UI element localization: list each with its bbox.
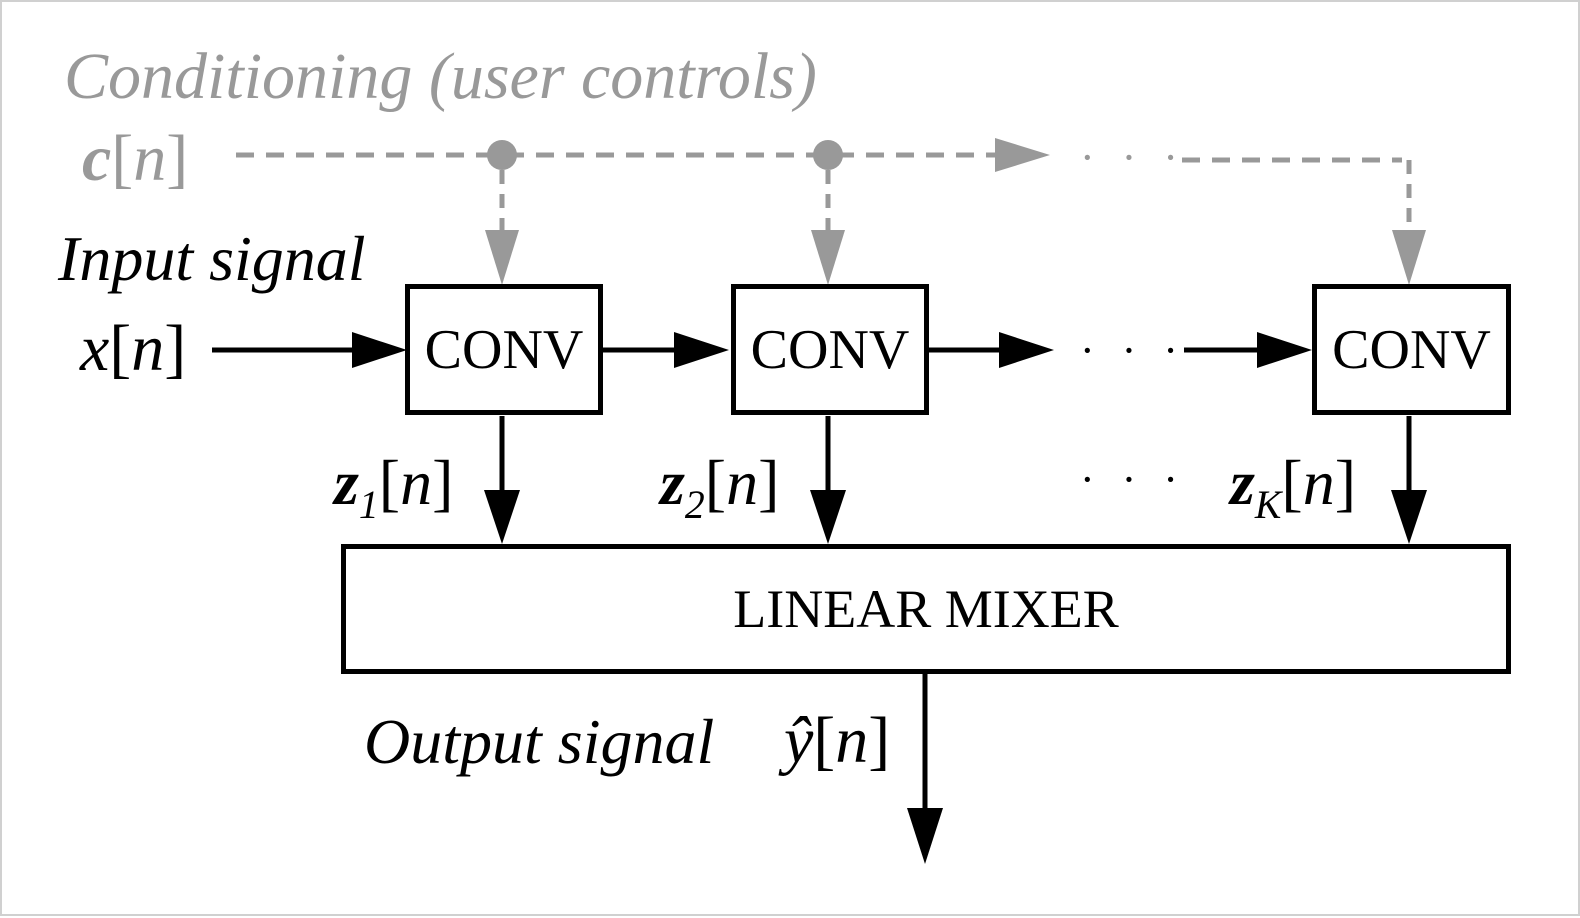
output-ellipsis: · · · [1080, 455, 1186, 504]
conv-block-1: CONV [405, 284, 603, 415]
conv-block-k: CONV [1312, 284, 1511, 415]
bracket-close: ] [164, 312, 187, 385]
conditioning-node-2 [813, 140, 843, 170]
bracket-open: [ [111, 122, 134, 195]
conditioning-signal: c[n] [82, 126, 188, 192]
z1-index: n [400, 447, 433, 518]
conditioning-node-1 [487, 140, 517, 170]
z1-arrowhead [484, 490, 520, 544]
conditioning-signal-name: c [82, 122, 112, 195]
zk-name: z [1230, 447, 1255, 518]
bracket-close: ] [868, 704, 891, 777]
zk-arrowhead [1391, 490, 1427, 544]
conditioning-branch-2-arrowhead [811, 230, 845, 285]
bracket-close: ] [1334, 447, 1356, 518]
input-signal-index: n [131, 312, 165, 385]
conditioning-arrowhead [995, 138, 1050, 172]
conv-block-2: CONV [731, 284, 929, 415]
bracket-open: [ [813, 704, 836, 777]
input-signal: x[n] [80, 316, 186, 382]
chain-ellipsis: · · · [1080, 326, 1186, 375]
input-signal-name: x [80, 312, 110, 385]
bracket-open: [ [704, 447, 727, 518]
bracket-close: ] [758, 447, 780, 518]
bracket-close: ] [432, 447, 454, 518]
bracket-open: [ [378, 447, 401, 518]
output-signal-name: ŷ [784, 704, 814, 777]
conditioning-signal-index: n [133, 122, 167, 195]
output-signal: ŷ[n] [784, 708, 890, 774]
bracket-open: [ [1281, 447, 1303, 518]
conditioning-ellipsis: · · · [1080, 133, 1186, 182]
z1-subscript: 1 [358, 482, 379, 527]
input-arrowhead [352, 332, 407, 368]
chain-arrowhead-1 [674, 332, 729, 368]
zk-label: zK[n] [1230, 451, 1356, 526]
bracket-open: [ [109, 312, 132, 385]
z2-arrowhead [810, 490, 846, 544]
linear-mixer-block: LINEAR MIXER [341, 544, 1511, 674]
output-signal-index: n [835, 704, 869, 777]
conditioning-title: Conditioning (user controls) [64, 40, 817, 113]
chain-arrowhead-2 [999, 332, 1054, 368]
z2-subscript: 2 [684, 482, 705, 527]
conditioning-branch-1-arrowhead [485, 230, 519, 285]
zk-subscript: K [1254, 482, 1282, 527]
input-label: Input signal [58, 223, 366, 294]
chain-arrowhead-3 [1257, 332, 1312, 368]
z2-name: z [660, 447, 685, 518]
output-label: Output signal [364, 706, 715, 777]
conditioning-branch-k-arrowhead [1392, 230, 1426, 285]
output-arrowhead [907, 808, 943, 864]
bracket-close: ] [166, 122, 189, 195]
z2-index: n [726, 447, 759, 518]
z1-name: z [334, 447, 359, 518]
z1-label: z1[n] [334, 451, 453, 526]
z2-label: z2[n] [660, 451, 779, 526]
zk-index: n [1302, 447, 1335, 518]
